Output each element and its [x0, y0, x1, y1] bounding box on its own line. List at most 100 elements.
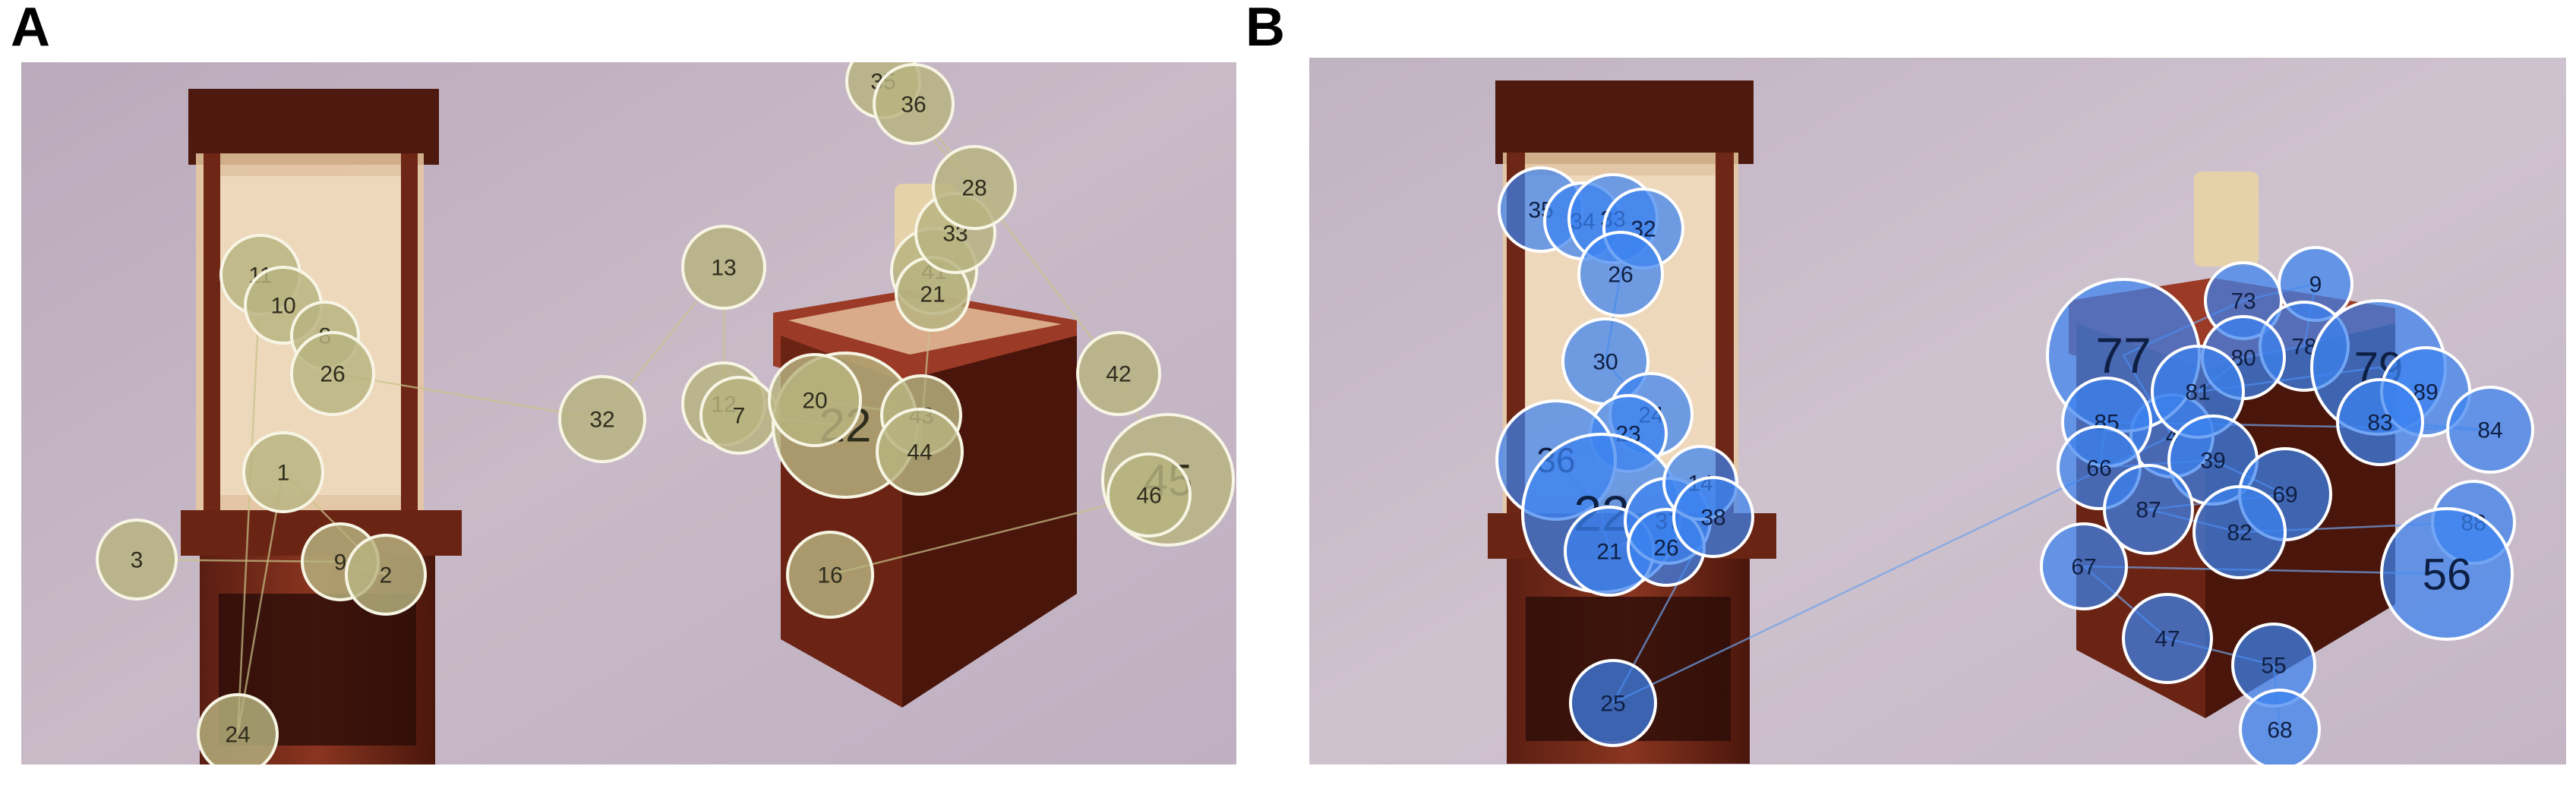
fixation-label: 66	[2086, 456, 2111, 481]
fixation-label: 7	[733, 404, 746, 429]
scanpath-segment	[236, 274, 262, 735]
panel-a-fixations: 3921241110826321312722204344412133283536…	[96, 62, 1235, 765]
fixation-label: 81	[2185, 380, 2210, 405]
scanpath-segment	[829, 493, 1150, 576]
fixation-circle	[1106, 452, 1192, 538]
fixation-label: 28	[961, 176, 987, 201]
panel-a-heatmap: 3921241110826321312722204344412133283536…	[21, 62, 1236, 765]
scanpath-segment	[236, 471, 285, 735]
fixation-circle	[2103, 464, 2194, 555]
fixation-label: 3	[131, 548, 144, 573]
fixation-label: 46	[1136, 484, 1161, 509]
fixation-circle	[1577, 231, 1664, 317]
fixation-marker: 26	[290, 331, 375, 416]
fixation-circle	[197, 693, 279, 765]
scanpath-segment	[332, 372, 603, 421]
fixation-label: 30	[1593, 350, 1618, 375]
fixation-circle	[2380, 507, 2514, 641]
fixation-circle	[786, 531, 874, 619]
fixation-circle	[2122, 593, 2213, 684]
panel-b-label: B	[1245, 0, 1285, 58]
fixation-label: 16	[817, 563, 842, 588]
fixation-marker: 26	[1577, 231, 1664, 317]
fixation-label: 36	[901, 93, 926, 118]
fixation-marker: 42	[1076, 331, 1161, 416]
fixation-label: 55	[2261, 654, 2286, 679]
fixation-marker: 2	[345, 534, 427, 616]
fixation-label: 21	[920, 282, 945, 307]
fixation-marker: 46	[1106, 452, 1192, 538]
fixation-circle	[290, 331, 375, 416]
fixation-marker: 3	[96, 519, 178, 601]
panel-b-scene: 3534333226302423362221372614382547773978…	[1309, 58, 2566, 765]
fixation-circle	[768, 353, 862, 447]
fixation-label: 26	[1653, 536, 1678, 561]
fixation-circle	[932, 145, 1017, 230]
fixation-label: 77	[2095, 327, 2151, 383]
fixation-label: 26	[1608, 263, 1633, 288]
fixation-label: 68	[2267, 718, 2292, 743]
fixation-circle	[876, 408, 964, 496]
fixation-label: 25	[1600, 692, 1625, 717]
fixation-circle	[2239, 689, 2321, 765]
panel-b-fixations: 3534333226302423362221372614382547773978…	[1495, 166, 2534, 765]
fixation-label: 83	[2367, 411, 2392, 436]
fixation-marker: 47	[2122, 593, 2213, 684]
fixation-marker: 13	[681, 225, 766, 310]
fixation-label: 9	[334, 550, 347, 575]
fixation-label: 82	[2227, 521, 2252, 546]
fixation-circle	[345, 534, 427, 616]
fixation-circle	[1672, 476, 1754, 558]
fixation-label: 26	[320, 362, 345, 387]
fixation-marker: 67	[2040, 522, 2128, 610]
fixation-label: 13	[711, 256, 736, 281]
fixation-label: 24	[225, 723, 250, 748]
scanpath-segment	[913, 103, 1119, 374]
fixation-circle	[681, 225, 766, 310]
fixation-label: 84	[2477, 418, 2502, 443]
fixation-label: 56	[2423, 550, 2472, 599]
fixation-label: 47	[2155, 627, 2180, 652]
fixation-marker: 55	[2231, 623, 2316, 708]
fixation-marker: 28	[932, 145, 1017, 230]
fixation-label: 44	[907, 440, 932, 465]
panel-a-label: A	[11, 0, 50, 58]
fixation-marker: 68	[2239, 689, 2321, 765]
fixation-label: 39	[2200, 449, 2225, 474]
fixation-label: 1	[277, 461, 290, 486]
fixation-label: 21	[1596, 540, 1621, 565]
fixation-marker: 1	[242, 431, 324, 513]
fixation-marker: 44	[876, 408, 964, 496]
fixation-label: 38	[1700, 506, 1725, 531]
fixation-marker: 36	[873, 63, 955, 145]
fixation-label: 67	[2071, 555, 2096, 580]
fixation-label: 20	[802, 389, 827, 414]
fixation-label: 42	[1106, 362, 1131, 387]
panel-a-scene: 3921241110826321312722204344412133283536…	[21, 62, 1236, 765]
fixation-circle	[873, 63, 955, 145]
fixation-label: 10	[270, 294, 295, 319]
fixation-circle	[2446, 386, 2534, 474]
fixation-circle	[2336, 378, 2424, 466]
fixation-circle	[1076, 331, 1161, 416]
fixation-circle	[96, 519, 178, 601]
fixation-label: 87	[2136, 498, 2161, 523]
fixation-marker: 38	[1672, 476, 1754, 558]
fixation-marker: 32	[558, 375, 646, 463]
fixation-marker: 87	[2103, 464, 2194, 555]
fixation-label: 73	[2230, 289, 2256, 314]
fixation-marker: 25	[1569, 659, 1657, 747]
fixation-marker: 7	[699, 376, 778, 455]
fixation-circle	[558, 375, 646, 463]
fixation-marker: 56	[2380, 507, 2514, 641]
fixation-marker: 16	[786, 531, 874, 619]
fixation-marker: 83	[2336, 378, 2424, 466]
fixation-marker: 81	[2151, 345, 2245, 439]
panel-b-heatmap: 3534333226302423362221372614382547773978…	[1309, 58, 2566, 765]
fixation-circle	[242, 431, 324, 513]
display-case-a	[181, 89, 462, 765]
fixation-circle	[2040, 522, 2128, 610]
fixation-marker: 82	[2192, 485, 2287, 579]
fixation-circle	[1569, 659, 1657, 747]
fixation-marker: 24	[197, 693, 279, 765]
